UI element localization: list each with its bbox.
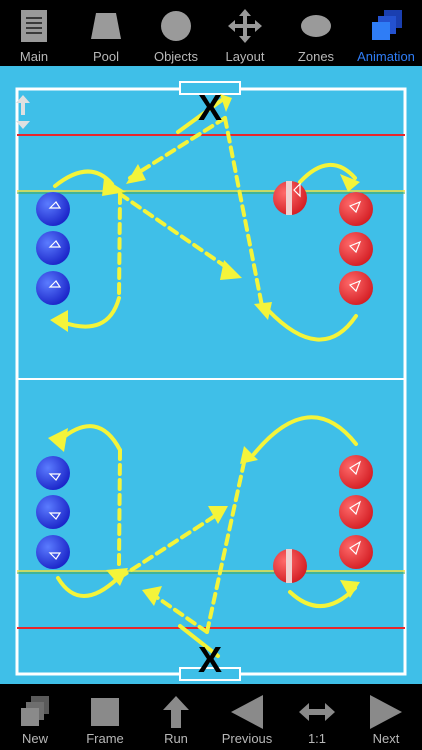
arrow-path <box>128 116 227 180</box>
arrow-path <box>153 594 209 634</box>
pool-icon <box>86 6 126 46</box>
bottom-toolbar <box>0 684 422 750</box>
blue-team <box>36 192 70 569</box>
next-button[interactable]: Next <box>364 684 408 750</box>
pool-board[interactable]: X X <box>0 66 422 684</box>
tab-animation[interactable]: Animation <box>354 0 418 66</box>
top-tab-bar <box>0 0 422 66</box>
toolbar-label: 1:1 <box>307 731 327 746</box>
arrow-path <box>252 415 358 456</box>
resize-handle-icon <box>16 95 30 129</box>
move-arrows-icon <box>225 6 265 46</box>
arrow-path <box>178 624 220 658</box>
arrow-path <box>60 296 121 329</box>
red-player <box>339 192 373 226</box>
tab-label: Layout <box>225 49 265 64</box>
circle-icon <box>156 6 196 46</box>
toolbar-label: Previous <box>221 731 273 746</box>
tab-label: Main <box>19 49 49 64</box>
blue-player <box>36 271 70 305</box>
tab-main[interactable]: Main <box>11 0 57 66</box>
frame-button[interactable]: Frame <box>82 684 128 750</box>
movement-arrows <box>53 98 358 658</box>
goal-marker-top: X <box>198 87 222 128</box>
blue-player <box>36 456 70 490</box>
arrow-path <box>117 448 122 566</box>
arrow-path <box>53 169 114 188</box>
red-player <box>339 535 373 569</box>
red-goalkeeper <box>273 549 307 583</box>
tab-pool[interactable]: Pool <box>84 0 128 66</box>
new-frame-icon <box>13 692 57 732</box>
arrow-path <box>223 116 264 308</box>
arrow-path <box>288 586 357 608</box>
tab-objects[interactable]: Objects <box>148 0 204 66</box>
arrow-path <box>56 576 120 598</box>
ellipse-icon <box>296 6 336 46</box>
document-icon <box>14 6 54 46</box>
tab-label: Objects <box>153 49 199 64</box>
previous-triangle-icon <box>225 692 269 732</box>
arrow-path <box>118 192 234 273</box>
tab-label: Pool <box>92 49 120 64</box>
top-goal <box>179 81 241 95</box>
arrow-path <box>266 308 358 342</box>
arrow-path <box>205 456 247 634</box>
stacked-frames-icon <box>366 6 406 46</box>
blue-player <box>36 231 70 265</box>
next-triangle-icon <box>364 692 408 732</box>
arrow-path <box>117 192 122 300</box>
run-button[interactable]: Run <box>156 684 196 750</box>
goal-marker-bottom: X <box>198 639 222 680</box>
arrow-path <box>117 512 220 580</box>
toolbar-label: New <box>21 731 48 746</box>
frame-square-icon <box>83 692 127 732</box>
red-goalkeeper <box>273 181 307 215</box>
red-player <box>339 232 373 266</box>
tab-label: Zones <box>297 49 335 64</box>
run-arrow-icon <box>154 692 198 732</box>
red-player <box>339 495 373 529</box>
blue-player <box>36 192 70 226</box>
pool-diagram: X X <box>15 81 407 681</box>
zoom-arrows-icon <box>295 692 339 732</box>
blue-player <box>36 495 70 529</box>
red-player <box>339 455 373 489</box>
red-player <box>339 271 373 305</box>
new-button[interactable]: New <box>12 684 58 750</box>
arrow-path <box>176 98 224 134</box>
toolbar-label: Run <box>164 731 188 746</box>
blue-player <box>36 535 70 569</box>
arrow-path <box>58 424 122 452</box>
tab-layout[interactable]: Layout <box>221 0 269 66</box>
bottom-goal <box>179 667 241 681</box>
toolbar-label: Next <box>372 731 400 746</box>
red-team <box>273 181 373 583</box>
previous-button[interactable]: Previous <box>216 684 278 750</box>
zoom-1-1-button[interactable]: 1:1 <box>296 684 338 750</box>
tab-zones[interactable]: Zones <box>294 0 338 66</box>
arrow-path <box>298 162 357 184</box>
toolbar-label: Frame <box>86 731 124 746</box>
arrow-heads <box>48 94 360 606</box>
tab-label: Animation <box>357 49 415 64</box>
